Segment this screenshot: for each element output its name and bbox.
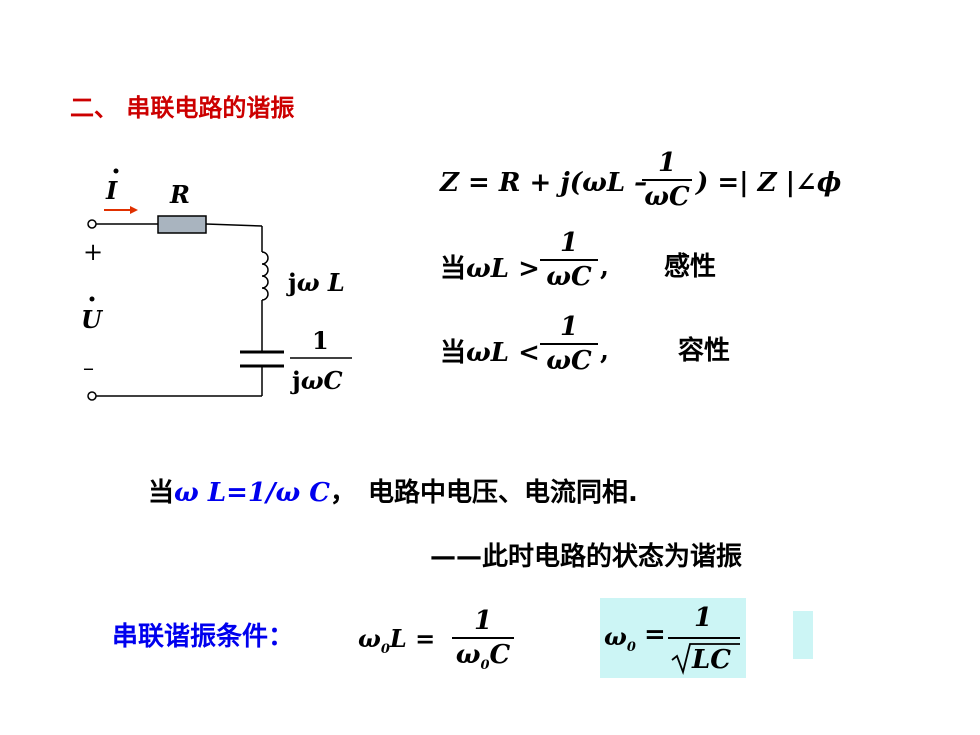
sqrt-radical — [668, 637, 740, 676]
voltage-phasor-dot — [89, 296, 95, 302]
cond1-den: ωC — [546, 262, 592, 292]
plus-sign: + — [83, 238, 104, 266]
cond1-prefix: 当 — [440, 254, 467, 284]
impedance-frac-den: ωC — [644, 182, 690, 212]
impedance-fraction: 1 ωC — [642, 150, 692, 210]
capacitor-j: j — [292, 366, 301, 395]
impedance-frac-num: 1 — [657, 148, 677, 178]
eq2-lhs: ω0 — [604, 622, 636, 655]
current-phasor-dot — [113, 168, 119, 174]
eq1-omega: ω — [358, 624, 381, 653]
highlight-marker — [793, 611, 813, 659]
statement-text: 电路中电压、电流同相. — [368, 478, 638, 508]
eq1-sub: 0 — [380, 641, 390, 657]
cond2-fraction: 1 ωC — [540, 314, 598, 374]
cond1-result: 感性 — [664, 252, 717, 282]
inductor-label: jω L — [288, 268, 345, 297]
resonance-statement: 当ω L=1/ω C， 电路中电压、电流同相. — [148, 472, 638, 509]
condition-capacitive: 当ωL < — [440, 332, 540, 369]
eq1-den-sub: 0 — [480, 658, 490, 674]
resistor — [157, 215, 207, 234]
statement-condition: ω L=1/ω C — [174, 478, 330, 508]
top-terminal — [87, 219, 97, 229]
cond2-expr: ωL < — [466, 338, 540, 368]
condition-inductive: 当ωL > — [440, 248, 540, 285]
eq1-fraction: 1 ω0C — [452, 608, 514, 672]
cond2-num: 1 — [559, 312, 579, 342]
impedance-rhs: ) =| Z |∠ϕ — [696, 168, 842, 198]
eq1-den-C: C — [489, 640, 511, 670]
cond1-fraction: 1 ωC — [540, 230, 598, 290]
statement-comma: ， — [329, 478, 356, 508]
current-symbol: I — [106, 176, 118, 205]
cond2-result: 容性 — [678, 336, 731, 366]
resonance-condition-label: 串联谐振条件： — [112, 622, 295, 652]
eq1-den-omega: ω — [455, 640, 481, 670]
eq1-num: 1 — [473, 606, 493, 636]
slide-title: 二、 串联电路的谐振 — [70, 94, 295, 122]
current-arrow-head — [130, 206, 138, 214]
eq1-den: ω0C — [452, 642, 514, 672]
resistor-label: R — [170, 180, 190, 209]
cond2-den: ωC — [546, 346, 592, 376]
voltage-symbol: U — [81, 305, 102, 334]
inductor-omega: ω — [296, 268, 320, 297]
eq2-den: LC — [692, 645, 731, 675]
resonance-dash-line: ——此时电路的状态为谐振 — [430, 542, 743, 572]
capacitor-C: C — [323, 366, 343, 395]
cond1-comma: , — [600, 252, 610, 282]
bottom-terminal — [87, 391, 97, 401]
cond1-expr: ωL > — [466, 254, 540, 284]
statement-prefix: 当 — [148, 478, 175, 508]
eq2-equals: = — [644, 620, 666, 650]
capacitor-omega: ω — [300, 366, 324, 395]
minus-sign: – — [83, 356, 94, 381]
cond2-prefix: 当 — [440, 338, 467, 368]
capacitor-num: 1 — [312, 326, 329, 355]
eq2-num: 1 — [694, 603, 713, 633]
eq2-sub: 0 — [626, 639, 636, 655]
inductor-L: L — [327, 268, 345, 297]
capacitor-label: jωC — [292, 366, 343, 395]
eq2-omega: ω — [604, 622, 627, 651]
cond1-num: 1 — [559, 228, 579, 258]
impedance-lhs: Z = R + j(ωL – — [440, 168, 648, 198]
top-wire-right — [205, 223, 263, 227]
inductor — [261, 251, 269, 301]
cond2-comma: , — [600, 336, 610, 366]
eq1-L: L = — [389, 624, 436, 653]
inductor-j: j — [288, 268, 297, 297]
sqrt-sign — [671, 643, 740, 676]
eq1-lhs: ω0L = — [358, 624, 435, 657]
